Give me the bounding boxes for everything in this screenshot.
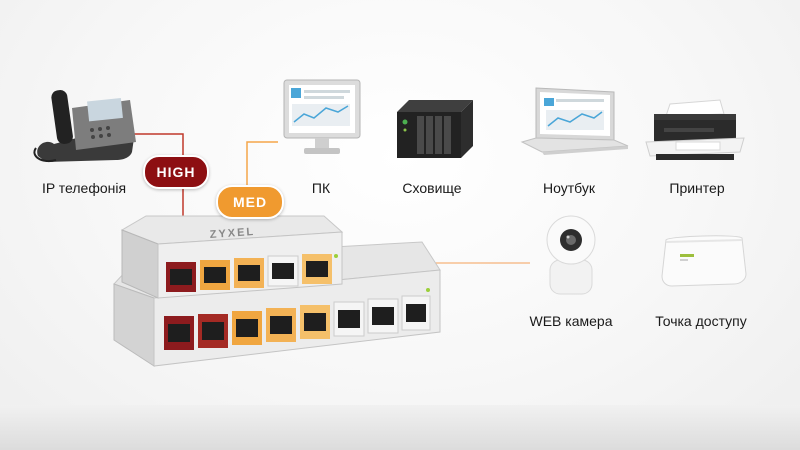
webcam-label: WEB камера: [529, 313, 613, 329]
webcam-icon: [540, 214, 602, 296]
storage-label: Сховище: [402, 180, 462, 196]
brand-logo: ZYXEL: [209, 226, 255, 241]
pc-monitor-icon: [282, 78, 362, 160]
nas-storage-icon: [395, 98, 475, 160]
pc-label: ПК: [311, 180, 331, 196]
med-priority-badge: MED: [216, 185, 284, 219]
ip-phone-icon: [32, 86, 142, 166]
switch-icon: ZYXEL: [110, 214, 450, 374]
laptop-label: Ноутбук: [543, 180, 595, 196]
high-priority-badge: HIGH: [143, 155, 209, 189]
switch-large-side: [113, 283, 155, 367]
access-point-icon: [658, 232, 748, 288]
laptop-icon: [518, 86, 630, 156]
printer-label: Принтер: [669, 180, 725, 196]
floor: [0, 405, 800, 450]
ip-phone-label: IP телефонія: [41, 180, 127, 196]
printer-icon: [640, 98, 750, 164]
access-point-label: Точка доступу: [655, 313, 747, 329]
